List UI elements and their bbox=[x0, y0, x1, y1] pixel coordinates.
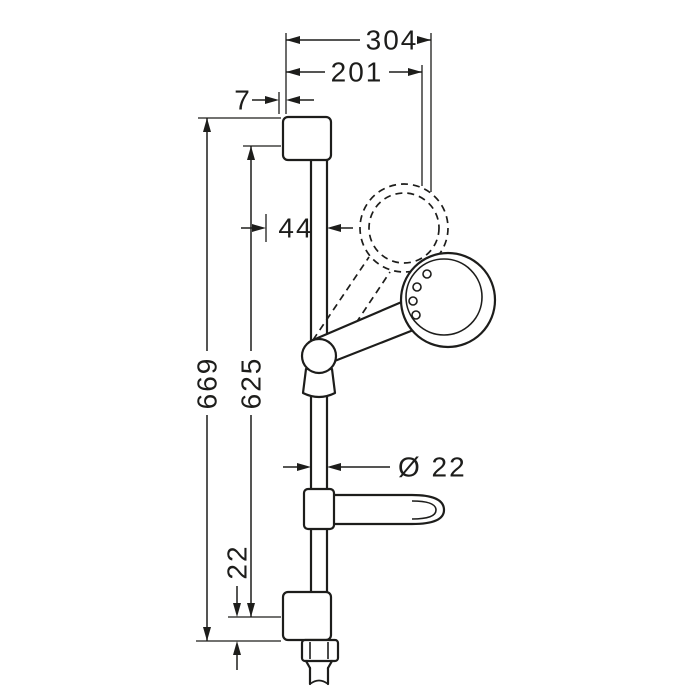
dim-label-44: 44 bbox=[278, 213, 313, 244]
dim-overall-width: 304 bbox=[286, 25, 431, 56]
dim-handshower-reach: 201 bbox=[286, 57, 422, 88]
dim-label-201: 201 bbox=[331, 57, 384, 88]
dim-rail-length: 669 bbox=[192, 118, 223, 641]
dim-label-7: 7 bbox=[234, 85, 252, 116]
bottom-wall-bracket bbox=[281, 590, 333, 642]
extension-lines bbox=[196, 33, 432, 642]
dim-label-669: 669 bbox=[192, 357, 223, 410]
spray-nozzle-icon bbox=[411, 310, 421, 320]
dim-holder-offset: 44 bbox=[241, 213, 353, 244]
dim-label-625: 625 bbox=[236, 357, 267, 410]
dim-label-diameter-22: Ø 22 bbox=[398, 452, 467, 483]
handle-tail bbox=[301, 367, 337, 399]
spray-nozzle-icon bbox=[408, 296, 418, 306]
top-wall-bracket bbox=[281, 115, 333, 162]
spray-nozzle-icon bbox=[412, 282, 422, 292]
dim-rail-diameter: Ø 22 bbox=[283, 452, 467, 483]
holder-pivot bbox=[300, 337, 338, 375]
hand-shower-head bbox=[399, 251, 497, 349]
dim-hole-distance: 625 bbox=[236, 146, 267, 617]
spray-nozzle-icon bbox=[422, 269, 432, 279]
dim-label-304: 304 bbox=[366, 25, 419, 56]
soap-dish bbox=[302, 487, 446, 531]
hose bbox=[300, 638, 340, 686]
hose-nut bbox=[300, 638, 340, 663]
dim-bottom-offset: 22 bbox=[222, 544, 253, 670]
dim-label-22: 22 bbox=[222, 544, 253, 579]
dim-top-offset: 7 bbox=[234, 85, 314, 116]
